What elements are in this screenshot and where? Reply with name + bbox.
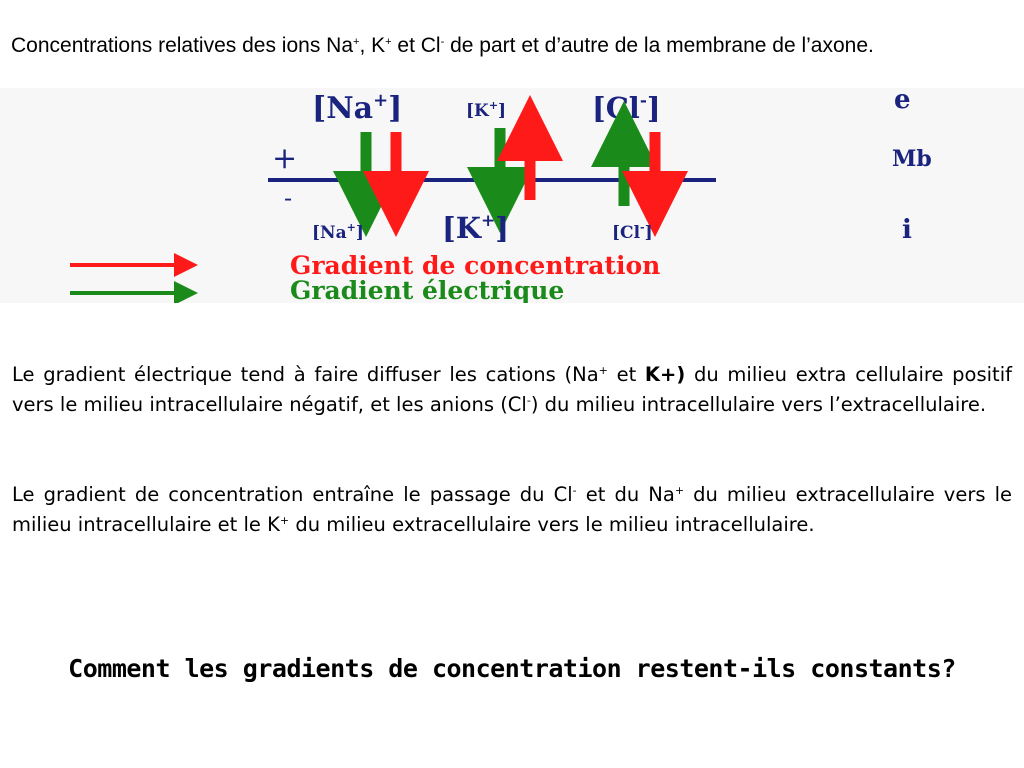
legend-electric-label: Gradient électrique [290,276,564,303]
intro-part: Concentrations relatives des ions Na [11,34,354,57]
para-sup: - [526,394,531,407]
para-part: et du Na [576,483,675,506]
para-bold: K+) [644,363,686,386]
side-label-i: i [902,215,912,245]
top-na-label: [Na+] [312,90,402,126]
intro-sup: + [353,36,360,48]
intro-text: Concentrations relatives des ions Na+, K… [11,30,1011,61]
bottom-na-label: [Na+] [312,221,364,243]
side-label-mb: Mb [892,146,932,172]
bottom-k-label: [K+] [442,211,509,245]
top-cl-label: [Cl-] [592,91,661,125]
minus-sign: - [284,184,292,212]
para-sup: + [279,514,290,527]
side-label-e: e [894,88,911,115]
para-part: et [607,363,645,386]
para-part: du milieu extra cellulaire positif vers … [12,363,1012,416]
intro-part: et Cl [391,34,441,57]
plus-sign: + [272,141,297,176]
diagram-svg: [Na+] [K+] [Cl-] + - [Na+] [K+] [Cl-] e … [70,88,932,303]
para-part: Le gradient électrique tend à faire diff… [12,363,599,386]
intro-part: de part et d’autre de la membrane de l’a… [444,34,874,57]
para-sup: - [572,484,577,497]
bottom-cl-label: [Cl-] [612,221,653,243]
top-k-label: [K+] [466,99,506,121]
para-part: Le gradient de concentration entraîne le… [12,483,573,506]
para-part: ) du milieu intracellulaire vers l’extra… [530,393,987,416]
para-part: du milieu extracellulaire vers le milieu… [12,483,1013,536]
intro-sup: + [385,36,392,48]
electric-gradient-paragraph: Le gradient électrique tend à faire diff… [12,360,1012,420]
para-sup: + [598,364,608,377]
membrane-diagram: [Na+] [K+] [Cl-] + - [Na+] [K+] [Cl-] e … [0,88,1024,303]
question-heading: Comment les gradients de concentration r… [68,654,956,683]
intro-part: , K [359,34,386,57]
para-sup: + [674,484,685,497]
concentration-gradient-paragraph: Le gradient de concentration entraîne le… [12,480,1012,540]
intro-sup: - [440,36,445,48]
para-part: du milieu extracellulaire vers le milieu… [289,513,815,536]
legend-concentration-label: Gradient de concentration [290,251,660,280]
